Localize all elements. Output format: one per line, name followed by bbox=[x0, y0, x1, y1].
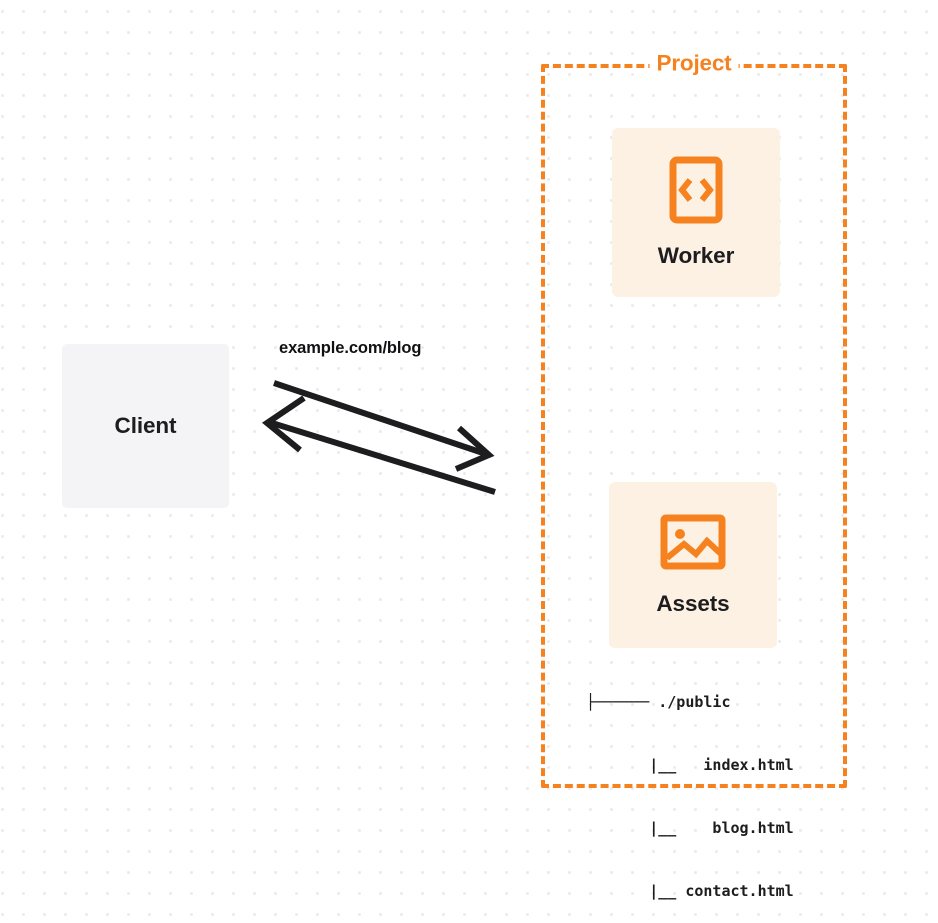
code-document-icon bbox=[669, 156, 723, 229]
client-node: Client bbox=[62, 344, 229, 508]
connector-label: example.com/blog bbox=[279, 339, 422, 357]
assets-file-tree: ├────── ./public |__ index.html |__ blog… bbox=[586, 650, 794, 923]
worker-node[interactable]: Worker bbox=[612, 128, 780, 297]
client-label: Client bbox=[114, 413, 177, 438]
request-arrow bbox=[273, 380, 495, 472]
assets-node[interactable]: Assets bbox=[609, 482, 777, 648]
assets-label: Assets bbox=[656, 590, 730, 616]
file-tree-row: |__ index.html bbox=[586, 756, 794, 774]
file-tree-row: |__ contact.html bbox=[586, 882, 794, 900]
worker-label: Worker bbox=[657, 243, 735, 268]
project-group-label: Project bbox=[649, 50, 739, 77]
file-tree-row: ├────── ./public bbox=[586, 693, 731, 711]
file-tree-row: |__ blog.html bbox=[586, 819, 794, 837]
project-group: Project bbox=[541, 50, 847, 788]
response-arrow bbox=[261, 395, 496, 495]
image-icon bbox=[660, 514, 726, 575]
